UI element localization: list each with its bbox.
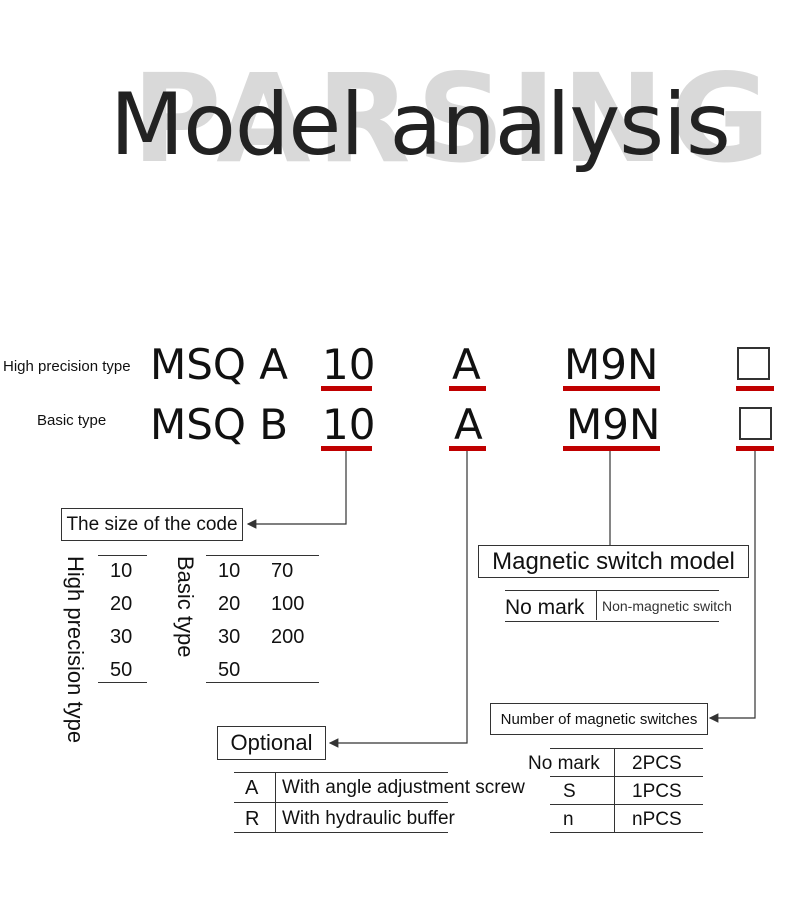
size-basic-top-rule	[206, 555, 319, 556]
count-placeholder-square	[737, 347, 770, 380]
row-label-basic: Basic type	[37, 412, 107, 429]
size-basic-value: 10	[218, 560, 241, 582]
switch-code-high-precision: M9N	[564, 340, 659, 389]
optional-col-divider	[275, 772, 276, 832]
count-bottom-rule	[550, 832, 703, 833]
switch-col-divider	[596, 590, 597, 620]
optional-code: A	[245, 777, 259, 799]
count-top-rule	[550, 748, 703, 749]
optional-bottom-rule	[234, 832, 448, 833]
page-title: Model analysis	[110, 75, 731, 175]
switch-no-mark-desc: Non-magnetic switch	[602, 598, 732, 614]
count-rule-1	[550, 776, 703, 777]
size-hp-value: 30	[110, 626, 133, 648]
option-underline-1	[449, 386, 486, 391]
optional-desc: With angle adjustment screw	[282, 777, 525, 798]
switch-no-mark: No mark	[505, 596, 585, 619]
size-basic-value: 20	[218, 593, 241, 615]
size-underline-1	[321, 386, 372, 391]
option-underline-2	[449, 446, 486, 451]
size-code-high-precision: 10	[322, 340, 376, 389]
count-underline-1	[736, 386, 774, 391]
switch-bottom-rule	[505, 621, 719, 622]
size-hp-value: 10	[110, 560, 133, 582]
size-basic-bottom-rule	[206, 682, 319, 683]
series-code-high-precision: MSQ A	[150, 340, 289, 389]
watermark-text: PARSING	[132, 48, 777, 190]
series-code-basic: MSQ B	[150, 400, 289, 449]
switch-model-box: Magnetic switch model	[478, 545, 749, 578]
size-high-precision-label: High precision type	[63, 556, 88, 744]
optional-top-rule	[234, 772, 448, 773]
size-hp-value: 50	[110, 659, 133, 681]
switch-code-basic: M9N	[566, 400, 661, 449]
optional-code: R	[245, 808, 260, 830]
count-value: nPCS	[632, 809, 682, 830]
row-label-high-precision: High precision type	[3, 358, 131, 375]
optional-mid-rule	[234, 802, 448, 803]
switch-underline-2	[563, 446, 660, 451]
count-value: 2PCS	[632, 753, 682, 774]
size-basic-label: Basic type	[173, 556, 198, 658]
count-code: n	[563, 809, 574, 830]
size-code-basic: 10	[322, 400, 376, 449]
switch-top-rule	[505, 590, 719, 591]
size-underline-2	[321, 446, 372, 451]
size-basic-value: 50	[218, 659, 241, 681]
size-hp-bottom-rule	[98, 682, 147, 683]
size-basic-value: 200	[271, 626, 305, 648]
switch-underline-1	[563, 386, 660, 391]
option-code-high-precision: A	[452, 340, 481, 389]
count-underline-2	[736, 446, 774, 451]
optional-desc: With hydraulic buffer	[282, 808, 455, 829]
size-code-box: The size of the code	[61, 508, 243, 541]
count-box: Number of magnetic switches	[490, 703, 708, 735]
size-hp-top-rule	[98, 555, 147, 556]
size-basic-value: 100	[271, 593, 305, 615]
optional-box: Optional	[217, 726, 326, 760]
count-rule-2	[550, 804, 703, 805]
size-basic-value: 30	[218, 626, 241, 648]
count-code: No mark	[528, 753, 600, 774]
size-hp-value: 20	[110, 593, 133, 615]
option-code-basic: A	[454, 400, 483, 449]
count-value: 1PCS	[632, 781, 682, 802]
count-placeholder-square-2	[739, 407, 772, 440]
count-code: S	[563, 781, 576, 802]
size-basic-value: 70	[271, 560, 294, 582]
count-col-divider	[614, 748, 615, 832]
